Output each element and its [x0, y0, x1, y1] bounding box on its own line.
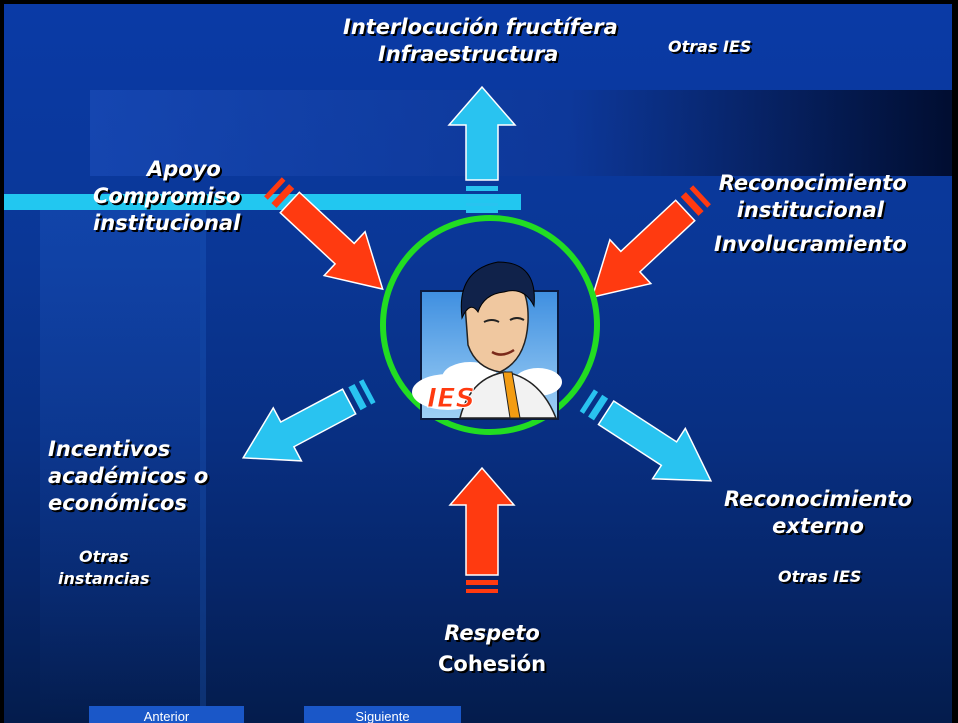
top-left-line1: Apoyo	[147, 157, 221, 181]
center-ring	[380, 215, 600, 435]
bottom-line2: Cohesión	[438, 652, 547, 676]
top-left-line3: institucional	[93, 211, 241, 235]
bottom-right-line1: Reconocimiento	[724, 487, 913, 511]
previous-button[interactable]: Anterior	[89, 706, 244, 723]
center-label: IES	[427, 383, 475, 414]
person-clipart	[412, 261, 562, 420]
bottom-left-sub1: Otras	[79, 547, 129, 566]
top-label-line2: Infraestructura	[378, 42, 559, 66]
arrow-outgoing-bottom-right	[579, 389, 713, 482]
arrow-up-outgoing	[447, 85, 517, 213]
bottom-left-label: Incentivos académicos o económicos	[48, 436, 208, 517]
bottom-label: Respeto Cohesión	[438, 620, 546, 678]
arrow-outgoing-bottom-left	[241, 379, 376, 462]
top-left-line2: Compromiso	[93, 184, 241, 208]
bottom-left-line1: Incentivos	[48, 437, 171, 461]
top-label: Interlocución fructífera Infraestructura	[343, 14, 618, 68]
top-right-line2: institucional	[736, 198, 885, 222]
top-right-line3: Involucramiento	[714, 232, 907, 256]
decorative-bar	[4, 194, 521, 210]
top-extra-label: Otras IES	[668, 37, 752, 56]
decorative-column-edge	[200, 210, 206, 723]
top-right-line1: Reconocimiento	[718, 171, 907, 195]
bottom-left-sub-label: Otras instancias	[58, 546, 150, 590]
top-right-label: Reconocimiento institucional Involucrami…	[714, 170, 907, 258]
bottom-right-extra-label: Otras IES	[778, 567, 862, 586]
bottom-left-line3: económicos	[48, 491, 187, 515]
top-label-line1: Interlocución fructífera	[343, 15, 618, 39]
arrow-incoming-bottom	[448, 466, 516, 593]
decorative-band	[90, 90, 952, 176]
next-button[interactable]: Siguiente	[304, 706, 461, 723]
bottom-left-sub2: instancias	[58, 569, 150, 588]
bottom-right-label: Reconocimiento externo	[724, 486, 912, 540]
bottom-line1: Respeto	[444, 621, 540, 645]
bottom-left-line2: académicos o	[48, 464, 209, 488]
top-left-label: Apoyo Compromiso institucional	[93, 156, 241, 237]
arrow-incoming-top-left	[264, 177, 384, 291]
arrow-incoming-top-right	[591, 185, 711, 299]
decorative-column	[40, 210, 200, 723]
bottom-right-line2: externo	[772, 514, 864, 538]
